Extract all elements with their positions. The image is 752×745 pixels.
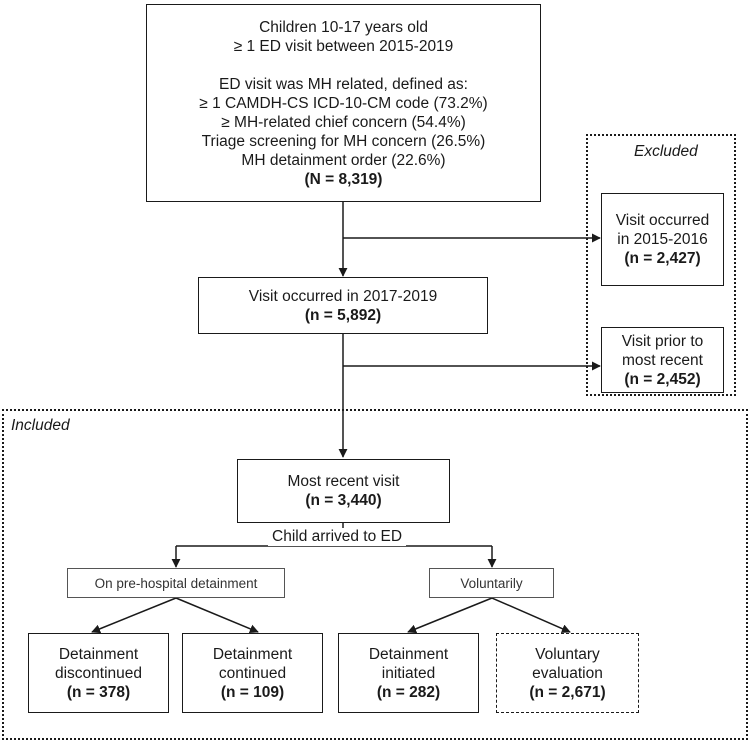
voluntary-line-2: evaluation — [532, 664, 603, 682]
excluded-1-count: (n = 2,427) — [624, 250, 701, 267]
most-recent-visit-box: Most recent visit (n = 3,440) — [237, 459, 450, 523]
outcome-voluntary-box: Voluntary evaluation (n = 2,671) — [496, 633, 639, 713]
excluded-2-line-1: Visit prior to — [621, 332, 704, 350]
recent-count: (n = 3,440) — [305, 492, 382, 509]
excluded-prior-visit-box: Visit prior to most recent (n = 2,452) — [601, 327, 724, 393]
voluntary-line-1: Voluntary — [535, 645, 600, 663]
top-criteria-box: Children 10-17 years old ≥ 1 ED visit be… — [146, 4, 541, 202]
years-2017-2019-box: Visit occurred in 2017-2019 (n = 5,892) — [198, 277, 488, 334]
pre-hospital-detainment-box: On pre-hospital detainment — [67, 568, 285, 598]
outcome-discontinued-box: Detainment discontinued (n = 378) — [28, 633, 169, 713]
continued-count: (n = 109) — [220, 683, 285, 701]
continued-line-2: continued — [218, 664, 287, 682]
excluded-2015-2016-box: Visit occurred in 2015-2016 (n = 2,427) — [601, 193, 724, 286]
included-label: Included — [11, 417, 70, 434]
top-line-4: ≥ 1 CAMDH-CS ICD-10-CM code (73.2%) — [199, 94, 488, 112]
years-line-1: Visit occurred in 2017-2019 — [248, 287, 438, 305]
top-line-7: MH detainment order (22.6%) — [241, 151, 446, 169]
included-group — [2, 409, 748, 740]
top-line-3: ED visit was MH related, defined as: — [219, 75, 468, 93]
pre-hospital-label: On pre-hospital detainment — [94, 575, 258, 591]
discontinued-line-1: Detainment — [58, 645, 139, 663]
excluded-2-line-2: most recent — [622, 351, 703, 369]
initiated-line-2: initiated — [381, 664, 436, 682]
discontinued-line-2: discontinued — [54, 664, 143, 682]
voluntarily-label: Voluntarily — [460, 575, 523, 591]
recent-line-1: Most recent visit — [287, 473, 400, 490]
excluded-label: Excluded — [634, 143, 698, 160]
outcome-continued-box: Detainment continued (n = 109) — [182, 633, 323, 713]
excluded-1-line-1: Visit occurred — [615, 212, 710, 229]
years-count: (n = 5,892) — [304, 306, 382, 324]
initiated-line-1: Detainment — [368, 645, 449, 663]
outcome-initiated-box: Detainment initiated (n = 282) — [338, 633, 479, 713]
excluded-2-count: (n = 2,452) — [624, 370, 701, 388]
arrow-to-initiated — [407, 597, 493, 634]
arrow-to-voluntary — [491, 597, 571, 633]
top-line-5: ≥ MH-related chief concern (54.4%) — [221, 113, 466, 131]
arrow-to-discontinued — [91, 597, 177, 634]
excluded-1-line-2: in 2015-2016 — [617, 231, 708, 248]
voluntarily-box: Voluntarily — [429, 568, 554, 598]
continued-line-1: Detainment — [212, 645, 293, 663]
arrived-label: Child arrived to ED — [268, 528, 407, 546]
top-count: (N = 8,319) — [304, 170, 383, 188]
initiated-count: (n = 282) — [376, 683, 441, 701]
top-line-6: Triage screening for MH concern (26.5%) — [201, 132, 486, 150]
discontinued-count: (n = 378) — [66, 683, 131, 701]
top-line-2: ≥ 1 ED visit between 2015-2019 — [233, 37, 454, 55]
excluded-group — [586, 134, 736, 396]
top-line-1: Children 10-17 years old — [259, 18, 428, 36]
voluntary-count: (n = 2,671) — [529, 683, 606, 701]
arrow-to-continued — [175, 597, 259, 634]
